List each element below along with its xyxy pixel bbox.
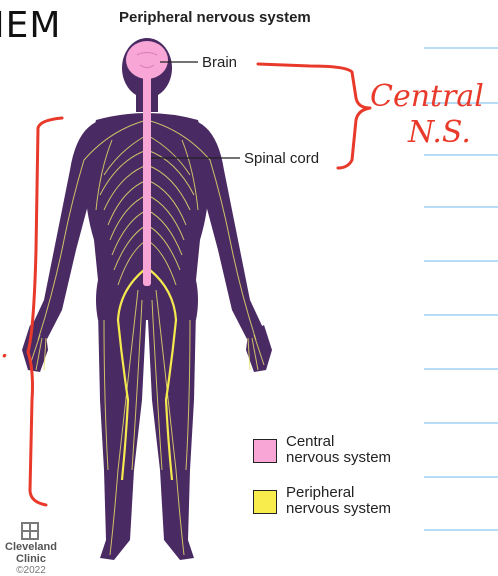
credit-block: Cleveland Clinic ©2022 xyxy=(0,541,62,576)
brain-label: Brain xyxy=(202,55,237,70)
legend-cns-line1: Central xyxy=(286,434,391,450)
legend-pns-swatch xyxy=(253,490,277,514)
handwritten-ns-note: N.S. xyxy=(408,118,471,148)
handwritten-central-note: Central xyxy=(370,82,484,112)
legend-cns-swatch xyxy=(253,439,277,463)
legend-cns-line2: nervous system xyxy=(286,450,391,466)
spinal-cord-label: Spinal cord xyxy=(244,151,319,166)
handwritten-heading-fragment: IEM xyxy=(0,8,61,44)
legend-pns-line1: Peripheral xyxy=(286,485,391,501)
credit-line2: Clinic xyxy=(0,553,62,565)
diagram-title: Peripheral nervous system xyxy=(119,9,311,26)
handwritten-left-mark: . xyxy=(0,334,9,362)
credit-line1: Cleveland xyxy=(0,541,62,553)
credit-year: ©2022 xyxy=(0,565,62,576)
legend-pns-line2: nervous system xyxy=(286,501,391,517)
cleveland-clinic-logo-icon xyxy=(22,523,38,539)
